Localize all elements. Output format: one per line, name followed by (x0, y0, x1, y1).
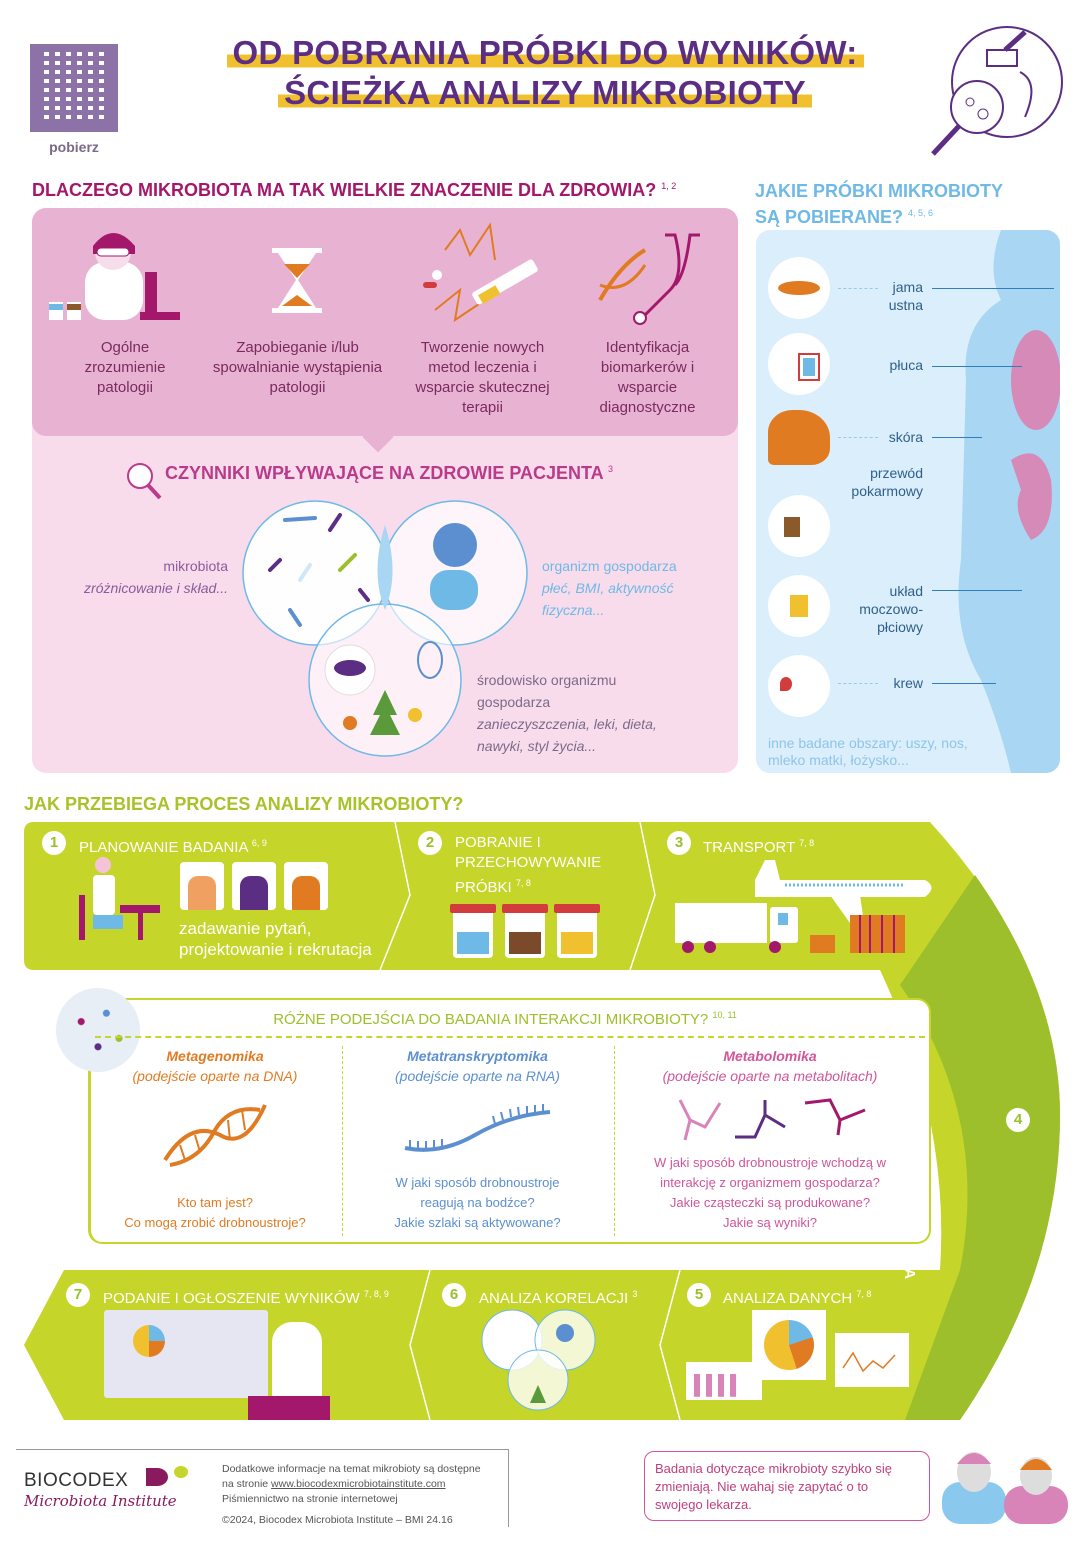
mouth-sample-icon (768, 257, 830, 319)
blood-sample-icon (768, 655, 830, 717)
stool-sample-icon (768, 495, 830, 557)
metatranscriptomics-question-2: Jakie szlaki są aktywowane? (394, 1215, 561, 1230)
step-1-description: zadawanie pytań, projektowanie i rekruta… (179, 919, 372, 959)
step-3-title: TRANSPORT 7, 8 (703, 838, 815, 856)
mini-venn-icon (481, 1309, 596, 1411)
urine-sample-icon (768, 575, 830, 637)
step-7-title: PODANIE I OGŁOSZENIE WYNIKÓW 7, 8, 9 (103, 1289, 389, 1307)
step-3-number: 3 (667, 831, 691, 855)
metagenomics-subtitle: (podejście oparte na DNA) (132, 1068, 298, 1084)
metabolomics-question-1: W jaki sposób drobnoustroje wchodzą w in… (654, 1155, 886, 1190)
benefit-pathology-understanding: Ogólne zrozumienie patologii (84, 339, 166, 396)
footer-divider (16, 1449, 508, 1450)
organ-urogenital: układ moczowo-płciowy (859, 583, 923, 635)
metagenomics-title: Metagenomika (166, 1048, 264, 1064)
venn-diagram (242, 500, 528, 757)
sample-cup-stool (502, 904, 548, 958)
column-divider (342, 1046, 343, 1236)
results-presentation-screen (104, 1310, 268, 1398)
website-link[interactable]: www.biocodexmicrobiotainstitute.com (271, 1478, 446, 1490)
metabolomics-question-2: Jakie cząsteczki są produkowane? Jakie s… (669, 1195, 871, 1230)
other-areas-note: inne badane obszary: uszy, nos, mleko ma… (768, 735, 968, 768)
qr-code[interactable] (30, 44, 118, 132)
microbes-circle-icon (56, 988, 140, 1072)
dna-stethoscope-icon (598, 233, 700, 325)
qr-label: pobierz (49, 139, 99, 155)
factors-heading: CZYNNIKI WPŁYWAJĄCE NA ZDROWIE PACJENTA … (165, 463, 614, 483)
benefit-prevention: Zapobieganie i/lub spowalnianie wystąpie… (212, 339, 383, 396)
step-7-number: 7 (66, 1283, 90, 1307)
metagenomics-question-2: Co mogą zrobić drobnoustroje? (124, 1215, 306, 1230)
participant-avatar (284, 862, 328, 910)
hourglass-icon (272, 248, 322, 313)
lung-sample-icon (768, 333, 830, 395)
metagenomics-question-1: Kto tam jest? (177, 1195, 253, 1210)
pie-chart-icon (764, 1320, 814, 1370)
organ-mouth: jama ustna (888, 279, 923, 313)
step-2-number: 2 (418, 831, 442, 855)
sample-cup-urine (554, 904, 600, 958)
magnifier-icon (127, 463, 162, 500)
doctor-microscope-icon (49, 233, 180, 320)
presenter-figure (272, 1322, 322, 1398)
step-2-title: POBRANIE I PRZECHOWYWANIE PRÓBKI 7, 8 (455, 834, 602, 896)
metatranscriptomics-question-1: W jaki sposób drobnoustroje reagują na b… (395, 1175, 560, 1210)
organ-blood: krew (893, 675, 923, 691)
step-1-number: 1 (42, 831, 66, 855)
step-4-number: 4 (1006, 1108, 1030, 1132)
step-1-title: PLANOWANIE BADANIA 6, 9 (79, 838, 267, 856)
process-heading: JAK PRZEBIEGA PROCES ANALIZY MIKROBIOTY? (24, 794, 464, 814)
researcher-desk-icon (79, 857, 160, 940)
skin-sample-icon (768, 410, 830, 465)
organ-lungs: płuca (889, 357, 923, 373)
bar-chart-card (686, 1362, 762, 1400)
podium (248, 1396, 330, 1420)
dna-icon (163, 1104, 267, 1167)
metatranscriptomics-subtitle: (podejście oparte na RNA) (395, 1068, 560, 1084)
benefit-new-treatments: Tworzenie nowych metod leczenia i wsparc… (415, 339, 550, 416)
doctors-icon (942, 1452, 1068, 1524)
organ-digestive-tract: przewód pokarmowy (851, 465, 923, 499)
microscope-magnifier-icon (931, 26, 1063, 156)
metabolomics-title: Metabolomika (723, 1048, 817, 1064)
why-benefits-panel (32, 208, 738, 436)
footer-info: Dodatkowe informacje na temat mikrobioty… (222, 1463, 481, 1526)
why-heading: DLACZEGO MIKROBIOTA MA TAK WIELKIE ZNACZ… (32, 180, 677, 200)
participant-avatar (180, 862, 224, 910)
biocodex-logo: BIOCODEX Microbiota Institute (24, 1466, 194, 1520)
organ-skin: skóra (888, 429, 923, 445)
approaches-heading: RÓŻNE PODEJŚCIA DO BADANIA INTERAKCJI MI… (273, 1010, 737, 1028)
pie-chart-icon (133, 1325, 165, 1357)
column-divider (614, 1046, 615, 1236)
approaches-divider (95, 1036, 925, 1038)
step-5-number: 5 (687, 1283, 711, 1307)
step-6-title: ANALIZA KORELACJI 3 (479, 1289, 638, 1307)
sample-cup-water (450, 904, 496, 958)
metabolites-icon (678, 1098, 866, 1141)
footer-vertical-divider (508, 1449, 509, 1527)
doctor-notice-box: Badania dotyczące mikrobioty szybko się … (644, 1451, 930, 1521)
step-5-title: ANALIZA DANYCH 7, 8 (723, 1289, 872, 1307)
metatranscriptomics-title: Metatranskryptomika (407, 1048, 548, 1064)
body-silhouette (958, 230, 1060, 773)
line-chart-card (835, 1333, 909, 1387)
pie-chart-card (752, 1310, 826, 1380)
step-6-number: 6 (442, 1283, 466, 1307)
page-title-line2: ŚCIEŻKA ANALIZY MIKROBIOTY (0, 74, 1090, 112)
metabolomics-subtitle: (podejście oparte na metabolitach) (662, 1068, 878, 1084)
transport-icon (675, 860, 932, 953)
page-title-line1: OD POBRANIA PRÓBKI DO WYNIKÓW: (0, 34, 1090, 72)
rna-icon (404, 1104, 551, 1152)
process-track (24, 821, 1060, 1421)
benefit-biomarkers: Identyfikacja biomarkerów i wsparcie dia… (599, 339, 696, 416)
participant-avatar (232, 862, 276, 910)
syringe-pills-icon (423, 222, 538, 323)
